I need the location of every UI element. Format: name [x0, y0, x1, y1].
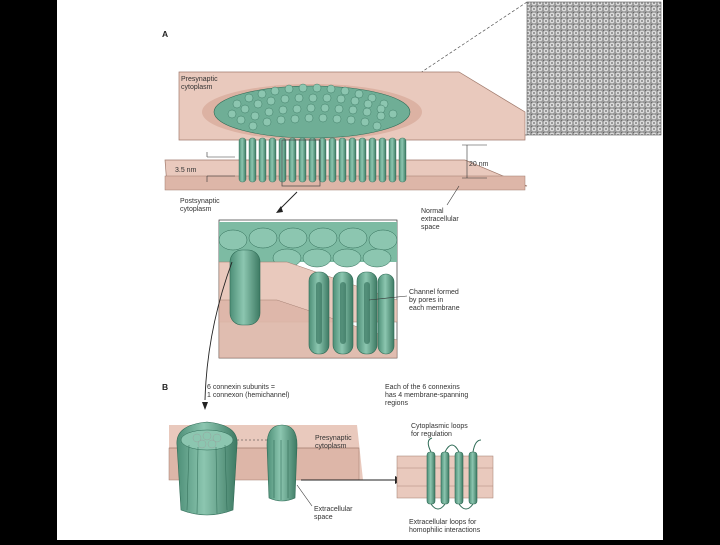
presynaptic-cytoplasm-b-label: Presynaptic cytoplasm: [315, 435, 354, 450]
channel-leader: [368, 295, 408, 301]
channel-columns: [238, 137, 407, 183]
gap-junction-diagram: A Presynaptic cytoplasm: [162, 1, 662, 534]
extracellular-leader: [446, 185, 460, 206]
gap-width-label: 3.5 nm: [175, 167, 197, 174]
magnify-arrowhead: [276, 206, 283, 213]
magnified-view: [218, 219, 398, 359]
membrane-dimension-marker: [462, 144, 487, 179]
connexon-arrowhead: [202, 402, 208, 410]
extracellular-space-b-label: Extracellular space: [314, 506, 354, 521]
panel-b-label: B: [162, 382, 168, 392]
presynaptic-cytoplasm-label: Presynaptic cytoplasm: [181, 76, 220, 91]
membrane-width-label: 20 nm: [469, 161, 489, 168]
slide: A Presynaptic cytoplasm: [57, 0, 663, 540]
extracellular-b-leader: [296, 484, 313, 507]
single-connexin: [266, 424, 298, 502]
gap-dimension-marker: [206, 152, 235, 182]
postsynaptic-cytoplasm-label: Postsynaptic cytoplasm: [180, 198, 222, 213]
channel-formed-label: Channel formed by pores in each membrane: [409, 289, 461, 312]
each-connexin-label: Each of the 6 connexins has 4 membrane-s…: [385, 384, 470, 407]
zoom-box: [281, 139, 321, 187]
cytoplasmic-loops-label: Cytoplasmic loops for regulation: [411, 423, 470, 438]
connexin-subunits-label: 6 connexin subunits = 1 connexon (hemich…: [207, 384, 290, 399]
connexon-hemichannel: [176, 421, 238, 516]
magnify-arrow: [278, 191, 298, 211]
connexon-arrow: [204, 261, 233, 401]
extracellular-loops-label: Extracellular loops for homophilic inter…: [409, 519, 481, 534]
connexon-array: [213, 83, 411, 139]
normal-extracellular-space-label: Normal extracellular space: [421, 208, 461, 231]
panel-a-label: A: [162, 29, 168, 39]
membrane-topology: [396, 437, 494, 510]
micrograph-image: [526, 1, 662, 136]
